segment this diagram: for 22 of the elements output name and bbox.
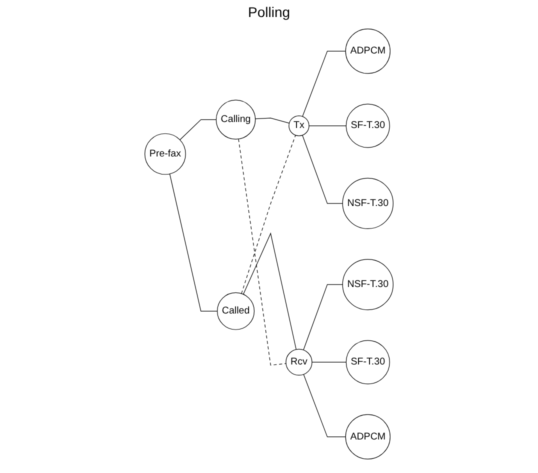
connector <box>238 138 286 366</box>
connector <box>243 232 296 350</box>
node-circle: Pre-fax <box>144 133 186 175</box>
node-circle: Tx <box>288 115 310 136</box>
node-circle: ADPCM <box>345 28 390 74</box>
connector <box>302 134 343 204</box>
node-circle: NSF-T.30 <box>342 259 394 310</box>
connector <box>302 50 346 117</box>
connector <box>303 284 343 350</box>
node-circle: SF-T.30 <box>346 340 390 384</box>
node-circle: ADPCM <box>345 414 390 460</box>
node-circle: Rcv <box>286 348 312 376</box>
node-circle: NSF-T.30 <box>342 178 394 229</box>
node-circle: Calling <box>216 100 256 140</box>
annotation-text: Polling <box>248 4 290 20</box>
connector <box>241 134 296 294</box>
connector <box>303 374 346 438</box>
node-circle: Called <box>216 292 255 330</box>
connector <box>180 119 217 140</box>
connector <box>169 174 218 312</box>
connector <box>255 118 290 124</box>
node-circle: SF-T.30 <box>346 104 390 148</box>
